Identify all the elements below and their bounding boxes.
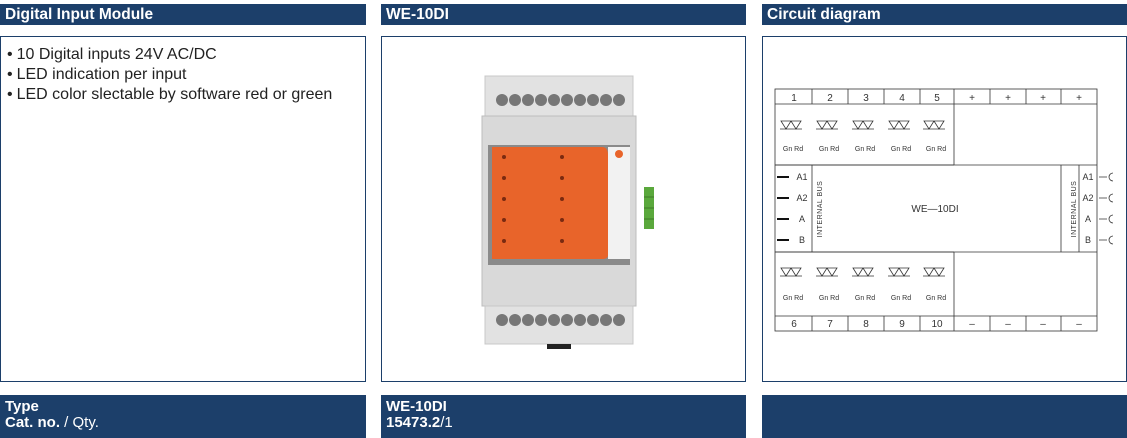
terminal-label: 6	[791, 319, 797, 330]
led-label: Gn Rd	[891, 146, 911, 153]
terminal-label: –	[1076, 319, 1082, 330]
terminal-label: 7	[827, 319, 833, 330]
terminal-label: +	[1005, 93, 1011, 104]
bus-pin-label: A1	[1082, 172, 1093, 182]
top-terminal-screws	[496, 94, 625, 106]
terminal-label: 5	[934, 93, 940, 104]
led-label: Gn Rd	[855, 295, 875, 302]
product-image	[481, 75, 654, 349]
led-label: Gn Rd	[783, 146, 803, 153]
terminal-label: 2	[827, 93, 833, 104]
feature-item: LED color slectable by software red or g…	[7, 85, 365, 105]
middle-footer: WE-10DI 15473.2/1	[381, 395, 746, 438]
feature-list: 10 Digital inputs 24V AC/DC LED indicati…	[1, 37, 365, 105]
terminal-label: –	[1005, 319, 1011, 330]
right-column-header: Circuit diagram	[762, 4, 1127, 25]
bus-label: INTERNAL BUS	[817, 181, 824, 238]
led-label: Gn Rd	[891, 295, 911, 302]
bus-pin-label: A2	[796, 193, 807, 203]
bus-pin-label: A	[799, 214, 805, 224]
type-label: Type	[5, 398, 39, 415]
circuit-diagram-panel: 1 2 3 4 5 + + + + 6 7 8 9 10 – – – – Gn …	[762, 36, 1127, 382]
bus-pin-label: A1	[796, 172, 807, 182]
right-column-title: Circuit diagram	[767, 6, 881, 23]
middle-column-header: WE-10DI	[381, 4, 746, 25]
bus-pin-label: A2	[1082, 193, 1093, 203]
terminal-label: –	[969, 319, 975, 330]
cat-label: Cat. no.	[5, 414, 60, 431]
features-panel: 10 Digital inputs 24V AC/DC LED indicati…	[0, 36, 366, 382]
right-footer	[762, 395, 1127, 438]
terminal-label: 3	[863, 93, 869, 104]
terminal-label: 10	[931, 319, 943, 330]
type-value: WE-10DI	[386, 398, 447, 415]
led-label: Gn Rd	[855, 146, 875, 153]
led-label: Gn Rd	[926, 146, 946, 153]
terminal-label: 1	[791, 93, 797, 104]
left-column-header: Digital Input Module	[0, 4, 366, 25]
feature-item: 10 Digital inputs 24V AC/DC	[7, 45, 365, 65]
led-label: Gn Rd	[926, 295, 946, 302]
feature-item: LED indication per input	[7, 65, 365, 85]
led-label: Gn Rd	[819, 146, 839, 153]
circuit-diagram: 1 2 3 4 5 + + + + 6 7 8 9 10 – – – – Gn …	[774, 88, 1114, 332]
terminal-label: 4	[899, 93, 905, 104]
qty-label: / Qty.	[64, 414, 99, 431]
bus-pin-label: B	[799, 235, 805, 245]
terminal-label: +	[1076, 93, 1082, 104]
terminal-label: +	[1040, 93, 1046, 104]
terminal-label: +	[969, 93, 975, 104]
terminal-label: 9	[899, 319, 905, 330]
qty-value: /1	[440, 414, 453, 431]
terminal-label: –	[1040, 319, 1046, 330]
bus-pin-label: A	[1085, 214, 1091, 224]
led-label: Gn Rd	[819, 295, 839, 302]
product-image-panel	[381, 36, 746, 382]
middle-column-title: WE-10DI	[386, 6, 449, 23]
left-column-title: Digital Input Module	[5, 6, 154, 23]
module-name: WE—10DI	[911, 204, 958, 215]
bus-pin-label: B	[1085, 235, 1091, 245]
left-footer: Type Cat. no. / Qty.	[0, 395, 366, 438]
led-label: Gn Rd	[783, 295, 803, 302]
bus-label: INTERNAL BUS	[1071, 181, 1078, 238]
terminal-label: 8	[863, 319, 869, 330]
cat-value: 15473.2	[386, 414, 441, 431]
